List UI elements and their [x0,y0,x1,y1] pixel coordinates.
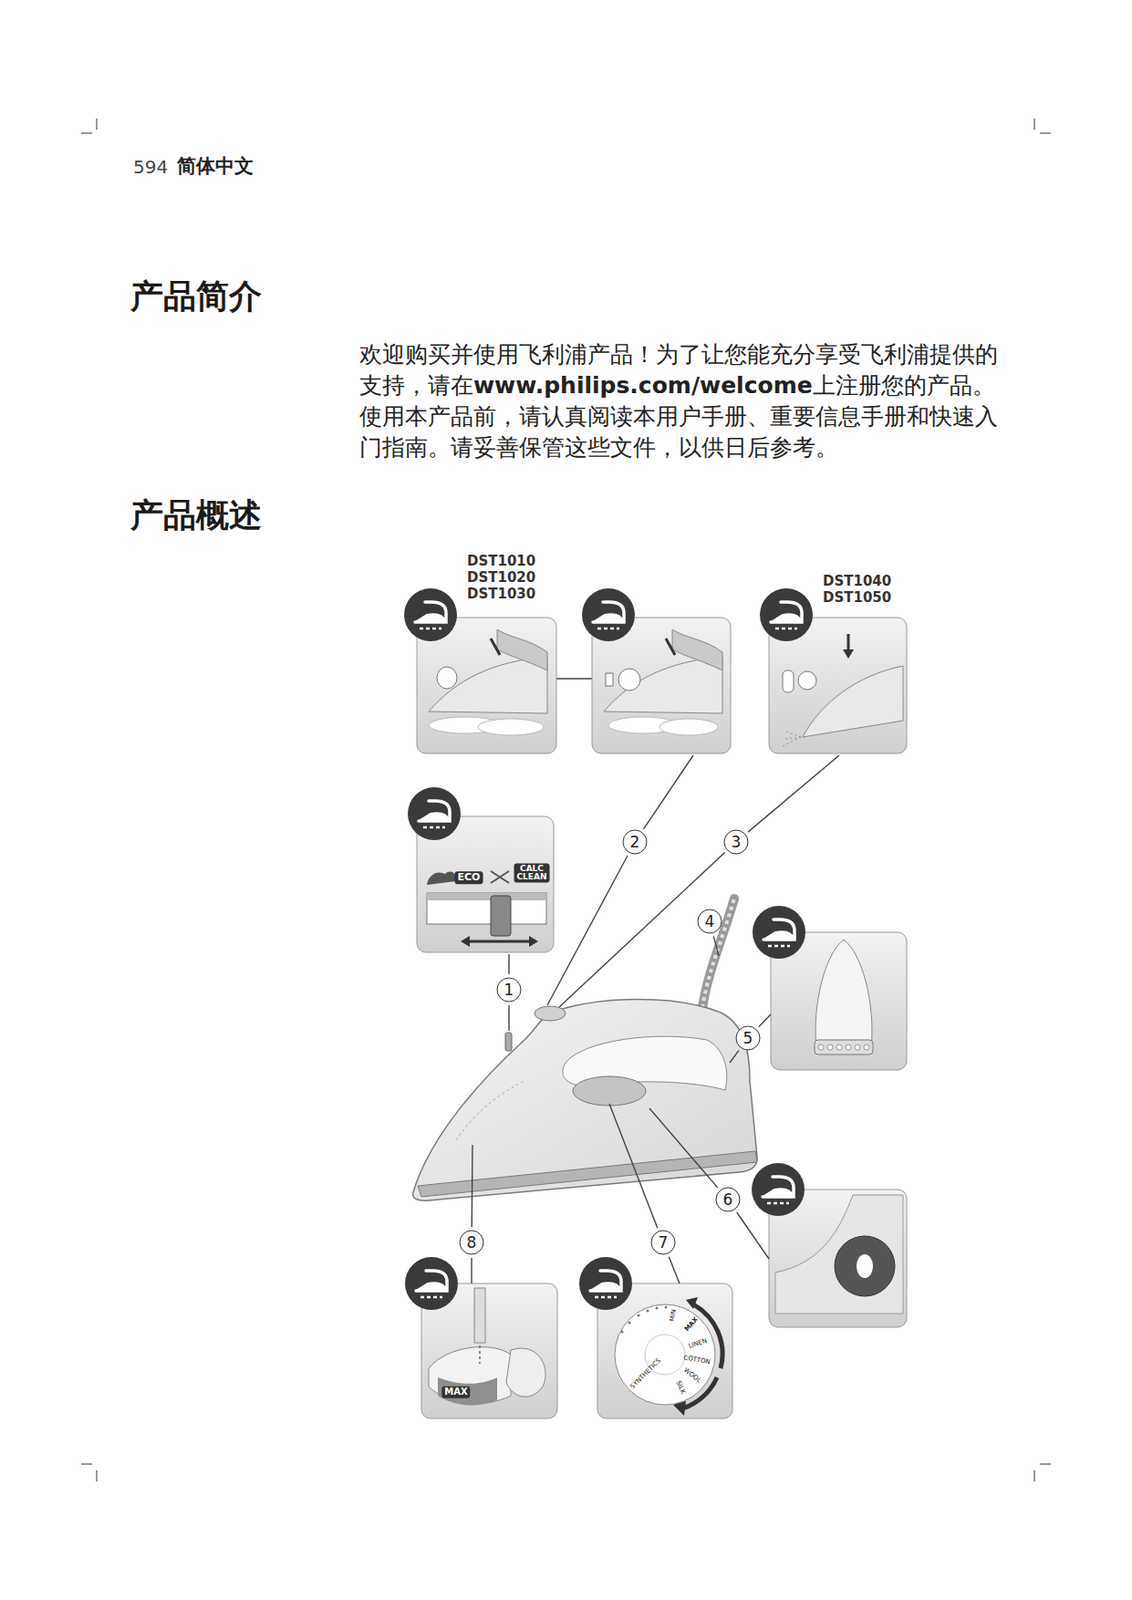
dial-text: LINEN [687,1337,708,1351]
function-icons [404,588,813,1310]
leader-line [747,755,840,832]
url-text: www.philips.com/welcome [473,372,813,399]
leader-line [559,852,726,1008]
fill-mark: MAX [441,1386,470,1399]
dial-text: SILK [674,1380,687,1396]
dial-text: MIN [668,1308,679,1323]
language-name: 简体中文 [176,155,254,178]
section-heading: 产品概述 [130,495,262,535]
leader-line [508,954,509,975]
callout-number: 1 [497,977,522,1003]
leader-line [758,1014,771,1028]
steam-iron [413,898,758,1201]
mode-label: CALC CLEAN [514,863,551,883]
panel-link [556,678,592,680]
model-list: DST1040 DST1050 [822,572,892,606]
leader-line [643,755,695,830]
dial-text: SYNTHETICS [628,1357,663,1392]
leader-line [471,1144,474,1227]
callout-number: 8 [459,1230,485,1256]
callout-number: 7 [651,1230,676,1256]
crop-marks [81,118,1051,1482]
leader-line [470,1257,472,1284]
dial-text: MAX [683,1316,700,1334]
dial-text: WOOL [682,1366,703,1385]
mode-label: ECO [455,871,484,884]
callout-number: 3 [724,830,749,855]
leader-line [668,1256,680,1284]
callout-number: 6 [716,1187,741,1213]
leader-line [649,1108,718,1188]
callout-number: 4 [697,909,723,935]
leader-line [609,1103,658,1228]
callout-number: 2 [623,830,648,855]
callout-number: 5 [736,1026,761,1051]
model-list: DST1010 DST1020 DST1030 [467,552,536,603]
leader-line [508,1005,509,1031]
dial-text: COTTON [683,1354,712,1367]
page-number: 594 [133,155,168,178]
page-heading: 产品简介 [130,276,262,316]
leader-line [713,935,719,956]
leader-line [737,1212,769,1259]
leader-line [729,1050,739,1063]
leader-line [547,855,628,1006]
intro-paragraph: 欢迎购买并使用飞利浦产品！为了让您能充分享受飞利浦提供的支持，请在www.phi… [359,339,998,464]
